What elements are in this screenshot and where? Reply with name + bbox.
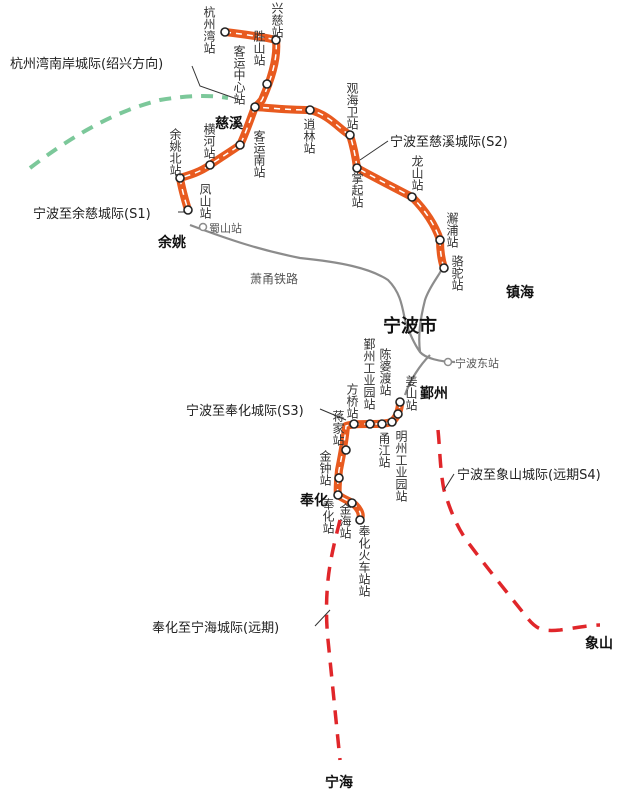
station-label-luotuo: 骆驼站 (450, 255, 464, 291)
route-label-s2: 宁波至慈溪城际(S2) (390, 135, 508, 150)
station-label-jiangshan: 姜山站 (404, 375, 418, 411)
longshan-station-marker (407, 192, 417, 202)
guanhaiwei-station-marker (345, 130, 355, 140)
fenghuahuoche-station-marker (355, 515, 365, 525)
hangzhou-bay-future-line (28, 93, 229, 170)
station-label-chenpoao: 陈婆渡站 (378, 348, 392, 396)
station-label-fenghuahuoche: 奉化火车站站 (357, 525, 371, 597)
route-label-s4: 宁波至象山城际(远期S4) (457, 468, 601, 483)
station-label-jiangjia: 蒋家站 (331, 410, 345, 446)
city-label-cixi: 慈溪 (215, 116, 243, 132)
route-label-leaders (178, 65, 455, 627)
station-label-xiaolin: 逍林站 (302, 118, 316, 154)
xingci-station-marker (271, 35, 281, 45)
lanshan-station-marker (198, 222, 208, 232)
city-label-ningbo: 宁波市 (383, 316, 437, 337)
route-label-s1: 宁波至余慈城际(S1) (33, 207, 151, 222)
city-label-yinzhou: 鄞州 (420, 386, 448, 402)
jiangjia-station-marker (341, 445, 351, 455)
ningbodong-station-marker (443, 357, 453, 367)
zhangqi-station-marker (352, 163, 362, 173)
station-label-fenghua: 奉化站 (321, 498, 335, 534)
xiepu-station-marker (435, 235, 445, 245)
keyunnan-station-marker (235, 140, 245, 150)
ningbo-luotuo-rail (418, 264, 446, 353)
luotuo-station-marker (439, 263, 449, 273)
city-label-ninghai: 宁海 (325, 775, 353, 791)
station-label-ningbodong: 宁波东站 (455, 357, 499, 370)
yinzhougongyeyuan-station-marker (365, 419, 375, 429)
hangzhouwan-station-marker (220, 27, 230, 37)
station-label-yongjiang: 甬江站 (377, 432, 391, 468)
jinzhong-station-marker (334, 473, 344, 483)
fangqiao-station-marker (349, 419, 359, 429)
s2-orange-line (221, 28, 448, 272)
station-label-jinzhong: 金钟站 (318, 450, 332, 486)
station-label-keyunnan: 客运南站 (252, 130, 266, 178)
station-label-shengshan: 胜山站 (252, 30, 266, 66)
xiaolin-station-marker (305, 105, 315, 115)
station-label-henghe: 横河站 (202, 123, 216, 159)
city-label-zhenhai: 镇海 (506, 285, 534, 301)
station-label-guanhaiwei: 观海卫站 (345, 82, 359, 130)
city-label-xiangshan: 象山 (585, 636, 613, 652)
station-label-fengshan: 凤山站 (198, 183, 212, 219)
station-label-keyunzhongxin: 客运中心站 (232, 45, 246, 105)
station-label-yinzhougongyeyuan: 鄞州工业园站 (362, 338, 376, 410)
city-label-fenghua: 奉化 (300, 493, 328, 509)
yuyaobei-station-marker (175, 173, 185, 183)
station-label-xiepu: 澥浦站 (445, 212, 459, 248)
route-label-xiaoyong: 萧甬铁路 (250, 272, 299, 286)
mingzhou-station-marker (387, 417, 397, 427)
route-label-s3: 宁波至奉化城际(S3) (186, 404, 304, 419)
xiaoyong-railway-line (189, 223, 456, 364)
station-label-fangqiao: 方桥站 (345, 383, 359, 419)
shengshan-station-marker (262, 79, 272, 89)
station-label-mingzhougongyeyuan: 明州工业园站 (394, 430, 408, 502)
station-label-longshan: 龙山站 (410, 155, 424, 191)
jinhai-station-marker (347, 498, 357, 508)
station-label-yuyaobei: 余姚北站 (168, 128, 182, 176)
route-label-hangzhou-bay: 杭州湾南岸城际(绍兴方向) (10, 57, 164, 72)
yinzhou-spur-rail (403, 354, 431, 396)
fengshan-station-marker (183, 205, 193, 215)
yongjiang-station-marker (377, 419, 387, 429)
city-label-yuyao: 余姚 (158, 235, 186, 251)
station-label-jinhai: 金海站 (338, 503, 352, 539)
henghe-station-marker (205, 160, 215, 170)
fenghua-station-marker (333, 490, 343, 500)
station-label-xingci: 兴慈站 (270, 2, 284, 38)
s4-future-line (436, 429, 601, 633)
keyunzhongxin-station-marker (250, 102, 260, 112)
station-markers (175, 27, 449, 525)
station-label-zhangqi: 掌起站 (350, 172, 364, 208)
station-label-lanshan: 蜀山站 (209, 222, 242, 235)
jiangshan-station-marker (395, 397, 405, 407)
station-label-hangzhouwan: 杭州湾站 (202, 6, 216, 54)
route-label-ninghai: 奉化至宁海城际(远期) (152, 621, 280, 636)
ninghai-future-line (324, 519, 342, 761)
jiangshan2-station-marker (393, 409, 403, 419)
